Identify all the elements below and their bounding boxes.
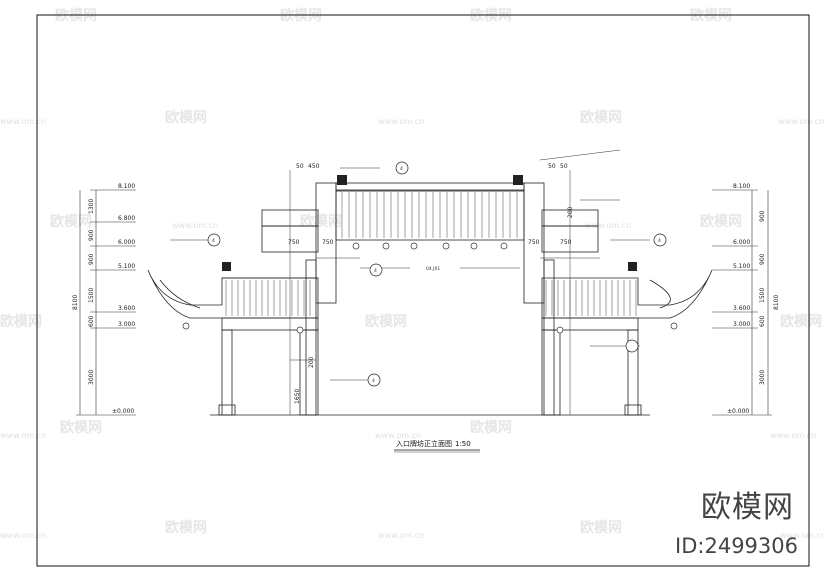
watermark-url: www.om.cn bbox=[375, 431, 421, 440]
elev-0-right: ±0.000 bbox=[727, 408, 749, 415]
dim-600-right: 600 bbox=[759, 315, 766, 327]
watermark-url: www.om.cn bbox=[0, 431, 46, 440]
left-elevation-labels: 8.100 6.800 6.000 5.100 3.600 3.000 ±0.0… bbox=[72, 183, 135, 415]
dim-1500-left: 1500 bbox=[88, 288, 95, 303]
elev-8100-right: 8.100 bbox=[733, 183, 750, 190]
dim-600-left: 600 bbox=[88, 315, 95, 327]
dim-50-b: 50 bbox=[548, 163, 556, 170]
watermark-logo: 欧模网 bbox=[60, 419, 102, 436]
callout-ref: 04.J01 bbox=[426, 266, 440, 272]
center-dimension-labels: 50 450 50 750 750 200 1650 750 750 50 20… bbox=[288, 163, 574, 404]
dim-3000-left: 3000 bbox=[88, 370, 95, 385]
watermark-url: www.om.cn bbox=[778, 117, 824, 126]
dim-900a-right: 900 bbox=[759, 210, 766, 222]
callout-3: 4 bbox=[658, 238, 661, 244]
watermark-logo: 欧模网 bbox=[0, 313, 42, 330]
dim-3000-right: 3000 bbox=[759, 370, 766, 385]
watermark-logo: 欧模网 bbox=[580, 519, 622, 536]
roof-tile-ribs bbox=[225, 192, 637, 316]
watermark-logo: 欧模网 bbox=[470, 419, 512, 436]
watermark-url: www.om.cn bbox=[585, 221, 631, 230]
elev-5100-left: 5.100 bbox=[118, 263, 135, 270]
callout-4: 4 bbox=[374, 268, 377, 274]
watermark-url: www.om.cn bbox=[0, 531, 46, 540]
drawing-title-block: 入口牌坊正立面图 1:50 bbox=[394, 439, 480, 453]
dim-750-c: 750 bbox=[528, 239, 540, 246]
dim-200-b: 200 bbox=[567, 206, 574, 218]
elev-5100-right: 5.100 bbox=[733, 263, 750, 270]
watermark-url: www.om.cn bbox=[770, 431, 816, 440]
elev-6000-right: 6.000 bbox=[733, 239, 750, 246]
hanging-ornaments bbox=[182, 242, 678, 334]
watermark-logo: 欧模网 bbox=[50, 213, 92, 230]
watermark-url: www.om.cn bbox=[172, 221, 218, 230]
watermark-logo: 欧模网 bbox=[700, 213, 742, 230]
drawing-scale: 1:50 bbox=[455, 440, 471, 448]
paifang-gate bbox=[147, 182, 713, 416]
dim-450-a: 450 bbox=[308, 163, 320, 170]
callout-5: 4 bbox=[372, 378, 375, 384]
watermark-url: www.om.cn bbox=[378, 117, 424, 126]
elev-6000-left: 6.000 bbox=[118, 239, 135, 246]
section-callouts bbox=[207, 161, 667, 387]
drawing-frame bbox=[36, 14, 810, 567]
watermark-url: www.om.cn bbox=[378, 531, 424, 540]
elev-3600-left: 3.600 bbox=[118, 305, 135, 312]
dim-1650: 1650 bbox=[294, 389, 301, 404]
elev-6800-left: 6.800 bbox=[118, 215, 135, 222]
dim-8100-right: 8100 bbox=[773, 295, 780, 310]
leader-lines bbox=[170, 149, 650, 381]
dim-8100-left: 8100 bbox=[72, 295, 79, 310]
elev-3000-right: 3.000 bbox=[733, 321, 750, 328]
brand-logo-text: 欧模网 bbox=[701, 490, 794, 525]
dim-750-b: 750 bbox=[322, 239, 334, 246]
ridge-ornaments bbox=[222, 175, 637, 271]
center-dimension-lines bbox=[289, 170, 600, 415]
dim-50-a: 50 bbox=[296, 163, 304, 170]
watermark-logo: 欧模网 bbox=[780, 313, 822, 330]
dim-900b-left: 900 bbox=[88, 253, 95, 265]
watermark-logo: 欧模网 bbox=[365, 313, 407, 330]
right-elevation-scale bbox=[712, 189, 772, 416]
watermark-url: www.om.cn bbox=[0, 117, 46, 126]
right-elevation-labels: 8.100 6.000 5.100 3.600 3.000 ±0.000 900… bbox=[727, 183, 780, 415]
callout-1: 4 bbox=[400, 166, 403, 172]
left-elevation-scale bbox=[76, 189, 136, 416]
dim-900b-right: 900 bbox=[759, 253, 766, 265]
brand-id: ID:2499306 bbox=[675, 534, 798, 558]
drawing-title: 入口牌坊正立面图 bbox=[396, 439, 452, 448]
watermark-url: www.om.cn bbox=[780, 531, 824, 540]
watermark-layer: 欧模网欧模网欧模网欧模网欧模网欧模网欧模网欧模网欧模网欧模网欧模网欧模网欧模网欧… bbox=[0, 7, 824, 540]
dim-1500-right: 1500 bbox=[759, 288, 766, 303]
dim-50-c: 50 bbox=[560, 163, 568, 170]
callout-labels: 4 4 4 4 4 04.J01 bbox=[212, 166, 661, 384]
watermark-logo: 欧模网 bbox=[580, 109, 622, 126]
dim-750-a: 750 bbox=[288, 239, 300, 246]
dim-1300-left: 1300 bbox=[88, 199, 95, 214]
dim-900a-left: 900 bbox=[88, 229, 95, 241]
elev-3600-right: 3.600 bbox=[733, 305, 750, 312]
callout-2: 4 bbox=[212, 238, 215, 244]
dim-750-d: 750 bbox=[560, 239, 572, 246]
elev-3000-left: 3.000 bbox=[118, 321, 135, 328]
elev-8100-left: 8.100 bbox=[118, 183, 135, 190]
watermark-logo: 欧模网 bbox=[165, 109, 207, 126]
watermark-logo: 欧模网 bbox=[165, 519, 207, 536]
dim-200-a: 200 bbox=[308, 356, 315, 368]
elev-0-left: ±0.000 bbox=[112, 408, 134, 415]
